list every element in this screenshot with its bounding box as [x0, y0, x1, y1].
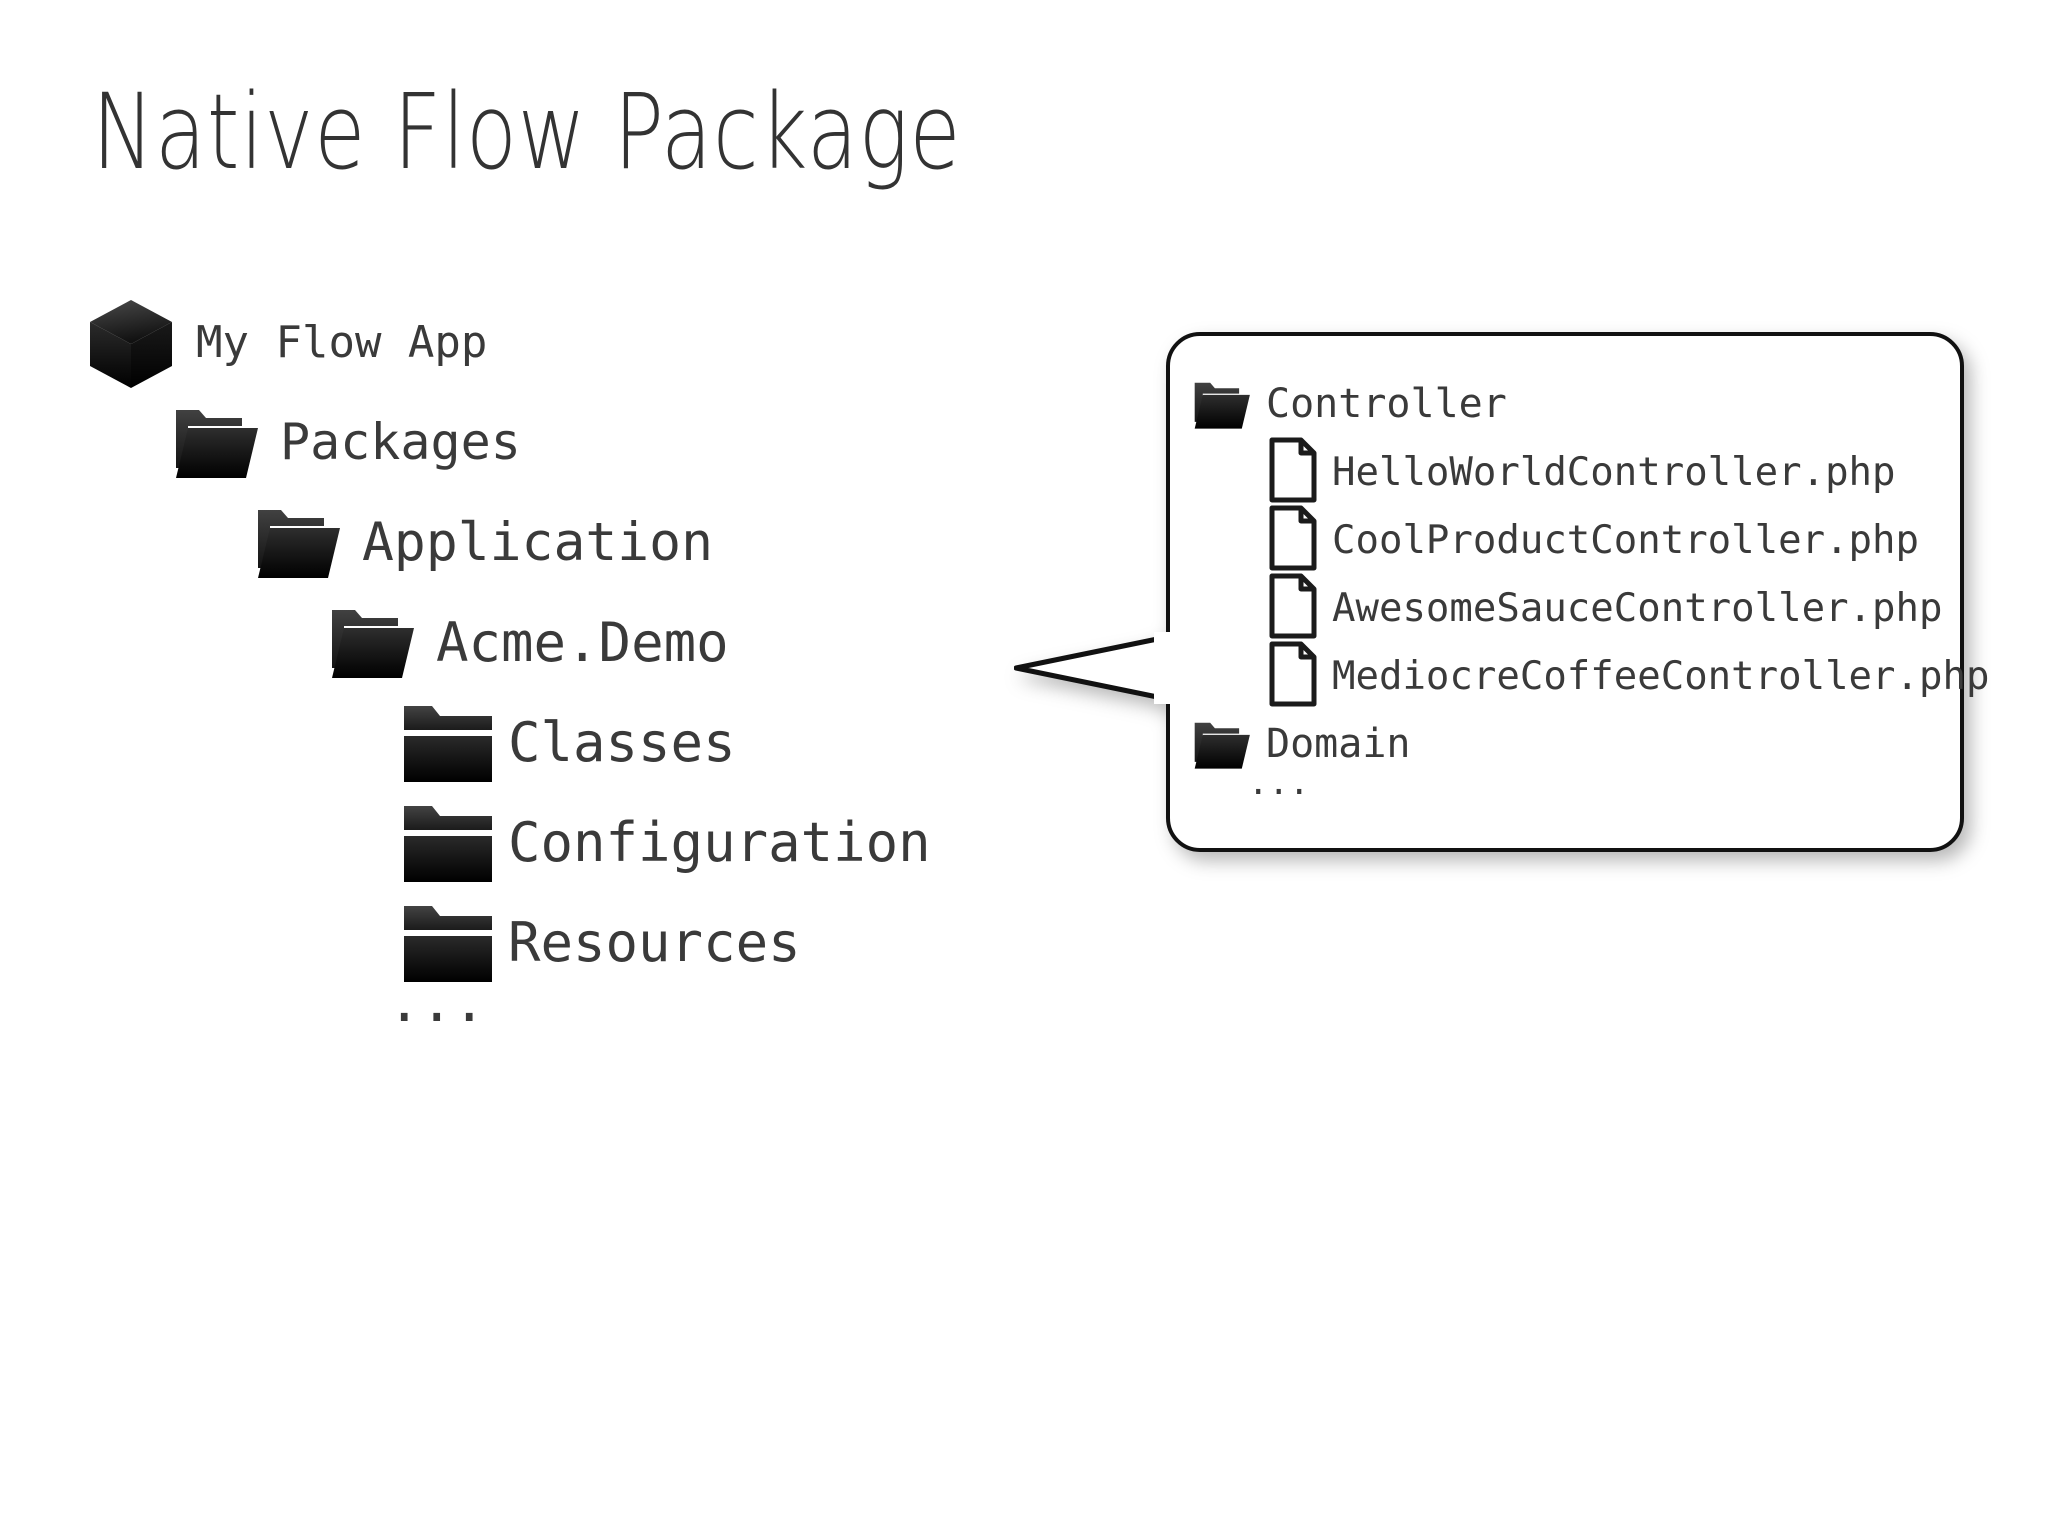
callout-file-row[interactable]: CoolProductController.php	[1258, 505, 1948, 574]
tree-item-label: Classes	[508, 710, 736, 774]
tree-item-label: Acme.Demo	[436, 610, 729, 674]
tree-item-configuration[interactable]: Configuration	[400, 792, 931, 892]
tree-item-classes[interactable]: Classes	[400, 692, 931, 792]
callout-ellipsis: ...	[1248, 763, 1310, 803]
tree-item-my-flow-app[interactable]: My Flow App	[88, 292, 931, 392]
callout-tail-icon	[1014, 632, 1174, 704]
file-icon	[1258, 505, 1332, 571]
page-title: Native Flow Package	[92, 71, 962, 193]
callout-file-row[interactable]: AwesomeSauceController.php	[1258, 573, 1948, 642]
file-icon	[1258, 437, 1332, 503]
tree-item-acme-demo[interactable]: Acme.Demo	[328, 592, 931, 692]
callout-content: Controller HelloWorldController.php Cool…	[1192, 370, 1989, 808]
callout-file-row[interactable]: HelloWorldController.php	[1258, 437, 1948, 506]
package-cube-icon	[88, 296, 196, 388]
folder-open-icon	[1192, 713, 1266, 775]
callout-file-label: HelloWorldController.php	[1332, 449, 1896, 495]
tree-item-resources[interactable]: Resources	[400, 892, 931, 992]
tree-item-label: Configuration	[508, 810, 931, 874]
folder-closed-icon	[400, 896, 508, 988]
package-tree: My Flow App Packages	[88, 292, 931, 1052]
tree-item-label: My Flow App	[196, 316, 488, 368]
callout-item-domain[interactable]: Domain	[1192, 710, 1948, 778]
callout-file-label: CoolProductController.php	[1332, 517, 1919, 563]
callout-file-label: MediocreCoffeeController.php	[1332, 653, 1990, 699]
callout-bubble: Controller HelloWorldController.php Cool…	[1014, 332, 1989, 852]
tree-item-label: Resources	[508, 910, 801, 974]
callout-item-controller[interactable]: Controller	[1192, 370, 1948, 438]
folder-closed-icon	[400, 796, 508, 888]
callout-file-label: AwesomeSauceController.php	[1332, 585, 1943, 631]
file-icon	[1258, 641, 1332, 707]
tree-item-packages[interactable]: Packages	[172, 392, 931, 492]
tree-item-application[interactable]: Application	[254, 492, 931, 592]
tree-item-label: Packages	[280, 413, 521, 471]
folder-closed-icon	[400, 696, 508, 788]
callout-item-label: Controller	[1266, 381, 1507, 427]
tree-item-label: Application	[362, 511, 713, 573]
folder-open-icon	[172, 396, 280, 488]
callout-item-label: Domain	[1266, 721, 1411, 767]
tree-ellipsis: ...	[388, 971, 486, 1034]
folder-open-icon	[1192, 373, 1266, 435]
file-icon	[1258, 573, 1332, 639]
folder-open-icon	[328, 596, 436, 688]
folder-open-icon	[254, 496, 362, 588]
callout-file-row[interactable]: MediocreCoffeeController.php	[1258, 641, 1989, 710]
